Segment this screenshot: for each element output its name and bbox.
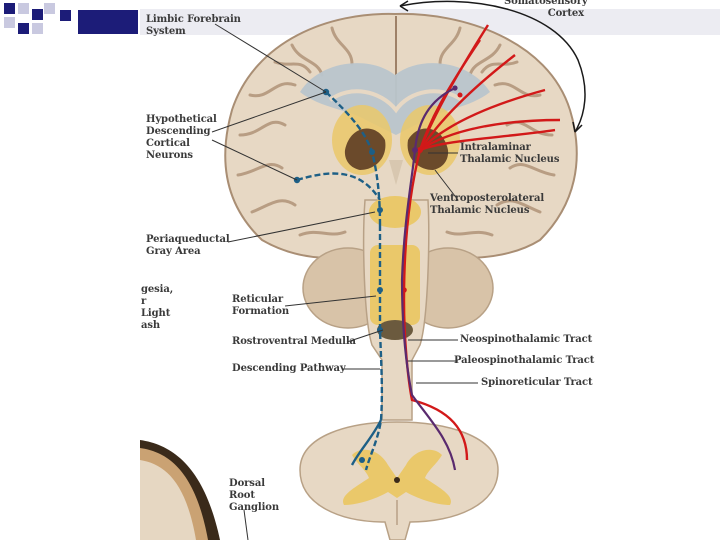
label-line: Somatosensory (504, 0, 588, 7)
reticular-formation-label: Reticular Formation (232, 294, 289, 318)
leader-lines (211, 23, 478, 540)
slide-deco-square (32, 23, 43, 34)
label-line: Gray Area (146, 246, 201, 257)
paleospinothalamic-label: Paleospinothalamic Tract (454, 355, 594, 367)
slide-deco-square (44, 3, 55, 14)
spinoreticular-label: Spinoreticular Tract (481, 377, 593, 389)
rostroventral-medulla-label: Rostroventral Medulla (232, 336, 356, 348)
slide-deco-square (32, 9, 43, 20)
spinal-cord-section (299, 421, 499, 540)
label-line: Neurons (146, 150, 193, 161)
descending-pathway-label: Descending Pathway (232, 363, 346, 375)
label-line: Cortical (146, 138, 190, 149)
label-line: Intralaminar (460, 142, 531, 153)
label-line: Cortex (547, 8, 584, 19)
neospinothalamic-label: Neospinothalamic Tract (460, 334, 592, 346)
label-line: Formation (232, 306, 290, 317)
label-line: Ventroposterolateral (430, 193, 545, 204)
label-line: ash (141, 320, 161, 331)
label-line: Descending Pathway (232, 363, 346, 374)
label-line: Ganglion (229, 502, 280, 513)
somatosensory-cortex-label: Somatosensory Cortex (504, 0, 588, 20)
label-line: System (146, 26, 186, 37)
label-line: Descending (146, 126, 211, 137)
label-line: Dorsal (229, 478, 265, 489)
ventroposterolateral-label: Ventroposterolateral Thalamic Nucleus (430, 193, 544, 217)
slide-deco-square (4, 3, 15, 14)
slide-deco-square (60, 10, 71, 21)
slide-deco-square (78, 10, 138, 34)
label-line: Spinoreticular Tract (481, 377, 593, 388)
cropped-figure (140, 440, 220, 540)
label-line: Periaqueductal (146, 234, 230, 245)
label-line: Reticular (232, 294, 284, 305)
label-line: Neospinothalamic Tract (460, 334, 593, 345)
slide-deco-square (18, 3, 29, 14)
periaqueductal-label: Periaqueductal Gray Area (146, 234, 230, 258)
label-line: Paleospinothalamic Tract (454, 355, 595, 366)
label-line: Root (229, 490, 255, 501)
slide-deco-square (18, 23, 29, 34)
label-line: Thalamic Nucleus (460, 154, 560, 165)
label-line: Light (141, 308, 171, 319)
label-line: Hypothetical (146, 114, 217, 125)
neospinothalamic-tract (402, 24, 561, 461)
paleospinothalamic-tract (400, 87, 457, 471)
paleospinothalamic-nodes (412, 85, 458, 153)
label-line: gesia, (141, 284, 174, 295)
hypothetical-neurons-label: Hypothetical Descending Cortical Neurons (146, 114, 217, 162)
label-line: Limbic Forebrain (146, 14, 241, 25)
label-line: r (141, 296, 147, 307)
slide-deco-square (4, 17, 15, 28)
cortex-arrow (399, 0, 586, 133)
intralaminar-label: Intralaminar Thalamic Nucleus (460, 142, 559, 166)
dorsal-root-ganglion-label: Dorsal Root Ganglion (229, 478, 279, 514)
label-line: Thalamic Nucleus (430, 205, 530, 216)
limbic-forebrain-label: Limbic Forebrain System (146, 14, 241, 38)
cropped-left-label: gesia, r Light ash (141, 284, 173, 332)
label-line: Rostroventral Medulla (232, 336, 356, 347)
